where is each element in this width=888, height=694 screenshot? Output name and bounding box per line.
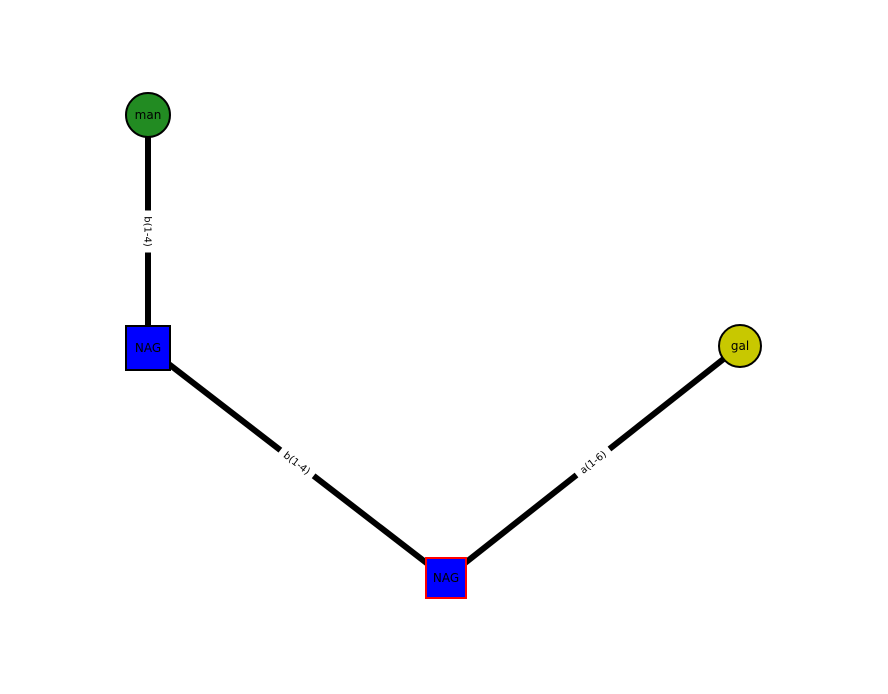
node-label-gal: gal bbox=[731, 339, 749, 353]
node-label-nag2: NAG bbox=[433, 571, 459, 585]
edge-label-group-nag1-nag2: b(1-4) bbox=[275, 443, 319, 483]
nag1-square-shape bbox=[125, 325, 171, 371]
edge-label-bg bbox=[140, 210, 156, 253]
node-nag1: NAG bbox=[125, 325, 171, 371]
node-label-nag1: NAG bbox=[135, 341, 161, 355]
man-circle-shape bbox=[125, 92, 171, 138]
nag2-square-shape bbox=[425, 557, 467, 599]
node-man: man bbox=[125, 92, 171, 138]
edge-label-bg bbox=[275, 443, 319, 483]
node-nag2: NAG bbox=[425, 557, 467, 599]
gal-circle-shape bbox=[718, 324, 762, 368]
edge-label-group-man-nag1: b(1-4) bbox=[140, 210, 156, 253]
edge-label: b(1-4) bbox=[142, 216, 153, 247]
node-label-man: man bbox=[135, 108, 162, 122]
node-gal: gal bbox=[718, 324, 762, 368]
edge-label-bg bbox=[571, 442, 615, 482]
edge-label-group-nag2-gal: a(1-6) bbox=[571, 442, 615, 482]
